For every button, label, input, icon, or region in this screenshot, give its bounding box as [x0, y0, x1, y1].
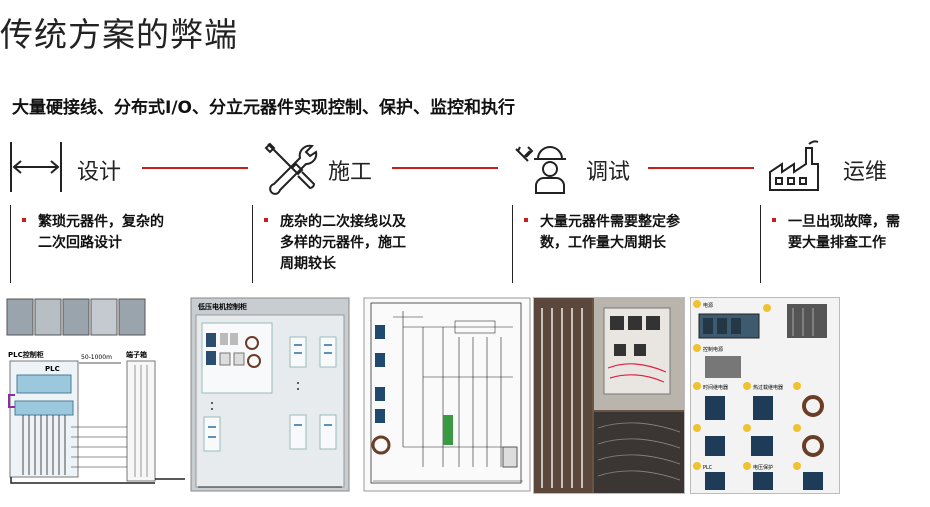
- catalog-label: 电源: [703, 302, 713, 309]
- bullet-marker: [524, 218, 528, 222]
- factory-icon: [769, 140, 819, 191]
- cabinet-label: 低压电机控制柜: [197, 302, 247, 311]
- step-label-design: 设计: [77, 160, 122, 185]
- engineer-icon: [515, 146, 566, 194]
- catalog-label: 时间继电器: [703, 384, 728, 391]
- page-subtitle: 大量硬接线、分布式I/O、分立元器件实现控制、保护、监控和执行: [12, 98, 515, 118]
- column-divider: [252, 205, 253, 283]
- cabinet-wiring-photo: [533, 297, 685, 494]
- distance-label: 50-1000m: [81, 354, 112, 361]
- step-label-debugging: 调试: [586, 160, 631, 185]
- electrical-schematic-drawing: [363, 297, 531, 492]
- tools-icon: [264, 142, 318, 195]
- bullet-text: 繁琐元器件，复杂的 二次回路设计: [38, 214, 164, 251]
- bullet-construction: 庞杂的二次接线以及 多样的元器件，施工 周期较长: [264, 212, 504, 278]
- step-label-construction: 施工: [328, 160, 373, 185]
- bullet-maintenance: 一旦出现故障，需 要大量排查工作: [772, 212, 927, 278]
- terminal-box-label: 端子箱: [126, 350, 147, 359]
- plc-label: PLC: [45, 365, 60, 373]
- catalog-label: 控制电源: [703, 346, 723, 353]
- components-catalog-graphic: 电源 控制电源 时间继电器 热过载继电器 PLC 电压保护: [693, 300, 827, 490]
- bullet-text: 大量元器件需要整定参 数，工作量大周期长: [540, 214, 680, 251]
- column-divider: [760, 205, 761, 283]
- bullet-text: 一旦出现故障，需 要大量排查工作: [788, 214, 900, 251]
- catalog-label: PLC: [703, 465, 713, 471]
- plc-wiring-diagram: PLC控制柜 PLC 50-1000m 端子箱: [6, 298, 185, 484]
- step-label-maintenance: 运维: [843, 160, 888, 185]
- components-catalog-photo: 电源 控制电源 时间继电器 热过载继电器 PLC 电压保护: [690, 297, 840, 494]
- column-divider: [10, 205, 11, 283]
- step-connector: [392, 167, 498, 169]
- bullet-marker: [772, 218, 776, 222]
- bullet-debugging: 大量元器件需要整定参 数，工作量大周期长: [524, 212, 756, 278]
- step-connector: [142, 167, 248, 169]
- column-divider: [512, 205, 513, 283]
- plc-cabinet-label: PLC控制柜: [8, 350, 44, 359]
- bullet-text: 庞杂的二次接线以及 多样的元器件，施工 周期较长: [280, 214, 406, 272]
- motor-control-cabinet-diagram: 低压电机控制柜: [190, 297, 350, 492]
- bullet-marker: [22, 218, 26, 222]
- catalog-label: 电压保护: [753, 464, 773, 471]
- bullet-marker: [264, 218, 268, 222]
- bullet-design: 繁琐元器件，复杂的 二次回路设计: [22, 212, 250, 278]
- measure-arrow-icon: [10, 142, 62, 192]
- catalog-label: 热过载继电器: [753, 384, 783, 391]
- step-connector: [648, 167, 754, 169]
- page-title: 传统方案的弊端: [0, 15, 238, 54]
- cabinet-wiring-photo-graphic: [534, 298, 684, 493]
